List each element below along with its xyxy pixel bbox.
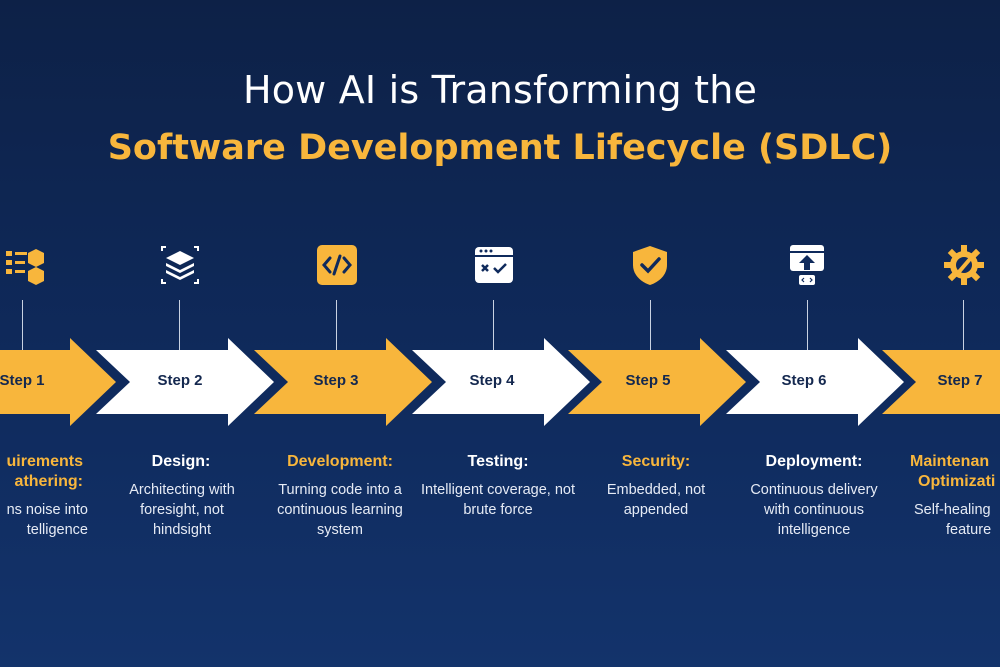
connector-line <box>650 300 651 350</box>
step-7-description: Self-healing feature <box>914 502 992 538</box>
step-4-label: Step 4 <box>469 372 515 389</box>
connector-line <box>963 300 964 350</box>
arrow-step-2 <box>96 338 274 426</box>
browser-check-icon <box>475 247 513 283</box>
arrow-step-7 <box>882 350 1000 414</box>
title-line-2: Software Development Lifecycle (SDLC) <box>107 128 893 168</box>
step-7-heading: Maintenan Optimizati <box>910 453 996 490</box>
step-2-label: Step 2 <box>157 372 203 389</box>
step-5-label: Step 5 <box>625 372 671 389</box>
step-7-label: Step 7 <box>937 372 983 389</box>
shield-check-icon <box>633 246 667 285</box>
step-1-label: Step 1 <box>0 372 45 389</box>
step-5-description: Embedded, not appended <box>606 482 706 518</box>
upload-icon <box>790 245 824 285</box>
step-5-heading: Security: <box>621 453 691 470</box>
arrow-step-5 <box>568 338 746 426</box>
connector-line <box>336 300 337 350</box>
title-line-1: How AI is Transforming the <box>242 68 758 112</box>
code-icon <box>317 245 357 285</box>
step-2-description: Architecting with foresight, not hindsig… <box>129 482 235 538</box>
arrow-step-4 <box>412 338 590 426</box>
step-4-description: Intelligent coverage, not brute force <box>421 482 575 518</box>
step-2-heading: Design: <box>151 453 211 470</box>
step-3-description: Turning code into a continuous learning … <box>277 482 403 538</box>
connector-line <box>807 300 808 350</box>
step-1-heading: uirements athering: <box>6 453 83 490</box>
arrow-step-3 <box>254 338 432 426</box>
step-3-label: Step 3 <box>313 372 359 389</box>
step-4-heading: Testing: <box>467 453 529 470</box>
arrow-step-1 <box>0 338 116 426</box>
layers-icon <box>161 246 199 284</box>
step-3-heading: Development: <box>287 453 393 470</box>
connector-line <box>22 300 23 350</box>
step-6-label: Step 6 <box>781 372 827 389</box>
gear-wrench-icon <box>944 245 984 285</box>
connector-line <box>179 300 180 350</box>
step-1-description: ns noise into telligence <box>6 502 88 538</box>
checklist-icon <box>6 249 44 285</box>
connector-line <box>493 300 494 350</box>
step-6-description: Continuous delivery with continuous inte… <box>750 482 878 538</box>
arrow-step-6 <box>726 338 904 426</box>
step-6-heading: Deployment: <box>765 453 863 470</box>
